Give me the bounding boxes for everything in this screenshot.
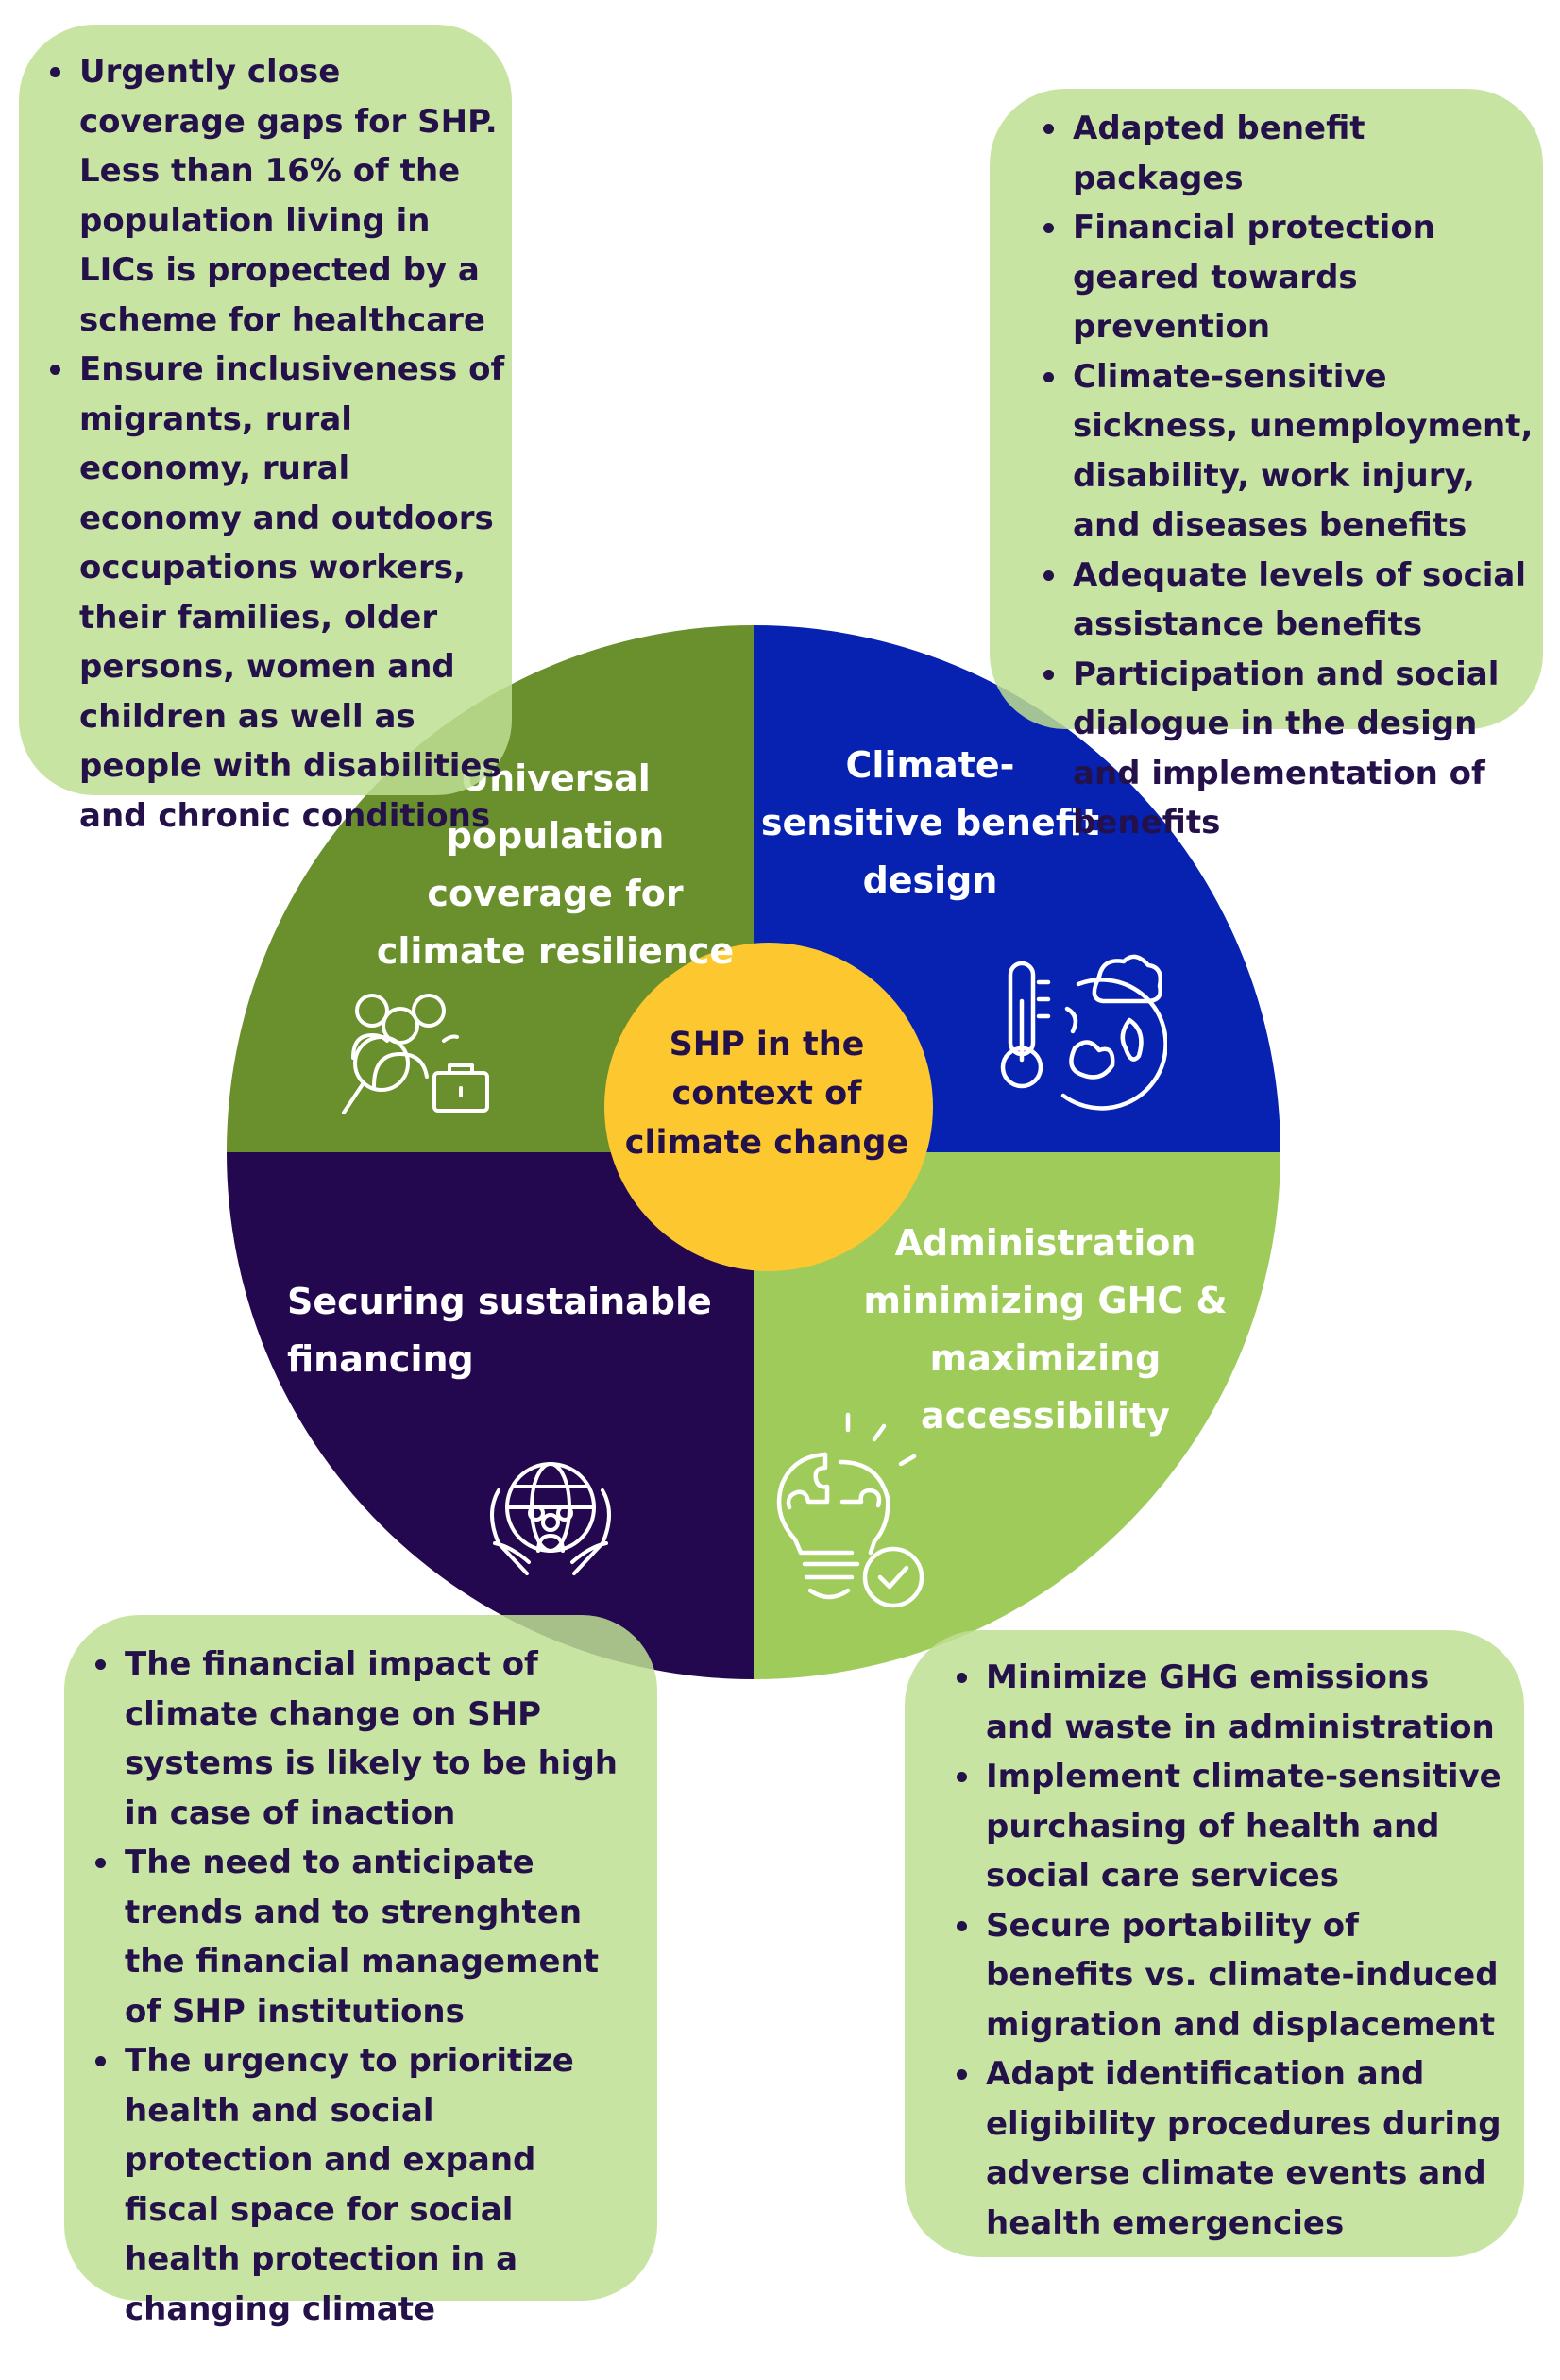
globe-thermometer-icon — [1000, 954, 1167, 1111]
card-administration: Minimize GHG emissions and waste in admi… — [905, 1630, 1524, 2257]
hands-globe-people-icon — [490, 1462, 611, 1575]
quadrant-label-universal-coverage: Universal population coverage for climat… — [376, 757, 735, 972]
list-item: Participation and social dialogue in the… — [1043, 650, 1535, 848]
list-item: Climate-sensitive sickness, unemployment… — [1043, 352, 1535, 551]
card-benefit-design: Adapted benefit packages Financial prote… — [990, 89, 1543, 842]
lightbulb-puzzle-check-icon — [776, 1412, 924, 1608]
list-item: Secure portability of benefits vs. clima… — [957, 1901, 1501, 2050]
quadrant-bottom-right — [754, 1152, 1280, 1679]
list-item: Implement climate-sensitive purchasing o… — [957, 1752, 1501, 1901]
list-item: Financial protection geared towards prev… — [1043, 203, 1535, 352]
quadrant-label-benefit-design: Climate- sensitive benefit design — [760, 744, 1100, 901]
list-item: The financial impact of climate change o… — [95, 1640, 629, 1838]
card-universal-coverage: Urgently close coverage gaps for SHP. Le… — [19, 25, 512, 835]
list-item: The need to anticipate trends and to str… — [95, 1838, 629, 2036]
center-label: SHP in the context of climate change — [624, 1026, 909, 1162]
list-item: Adapt identification and eligibility pro… — [957, 2049, 1501, 2248]
list-item: Minimize GHG emissions and waste in admi… — [957, 1653, 1501, 1752]
card-administration-list: Minimize GHG emissions and waste in admi… — [905, 1653, 1501, 2248]
card-benefit-design-list: Adapted benefit packages Financial prote… — [990, 104, 1535, 848]
quadrant-label-sustainable-financing: Securing sustainable financing — [287, 1281, 712, 1380]
center-circle — [604, 943, 933, 1271]
list-item: Urgently close coverage gaps for SHP. Le… — [50, 47, 512, 345]
people-search-icon — [342, 994, 489, 1114]
list-item: Ensure inclusiveness of migrants, rural … — [50, 345, 512, 841]
quadrant-label-administration: Administration minimizing GHC & maximizi… — [863, 1222, 1228, 1436]
card-universal-coverage-list: Urgently close coverage gaps for SHP. Le… — [19, 47, 512, 841]
card-sustainable-financing-list: The financial impact of climate change o… — [64, 1640, 629, 2334]
list-item: Adapted benefit packages — [1043, 104, 1535, 203]
card-sustainable-financing: The financial impact of climate change o… — [64, 1615, 657, 2328]
list-item: Adequate levels of social assistance ben… — [1043, 551, 1535, 650]
list-item: The urgency to prioritize health and soc… — [95, 2036, 629, 2334]
quadrant-bottom-left — [227, 1152, 754, 1679]
